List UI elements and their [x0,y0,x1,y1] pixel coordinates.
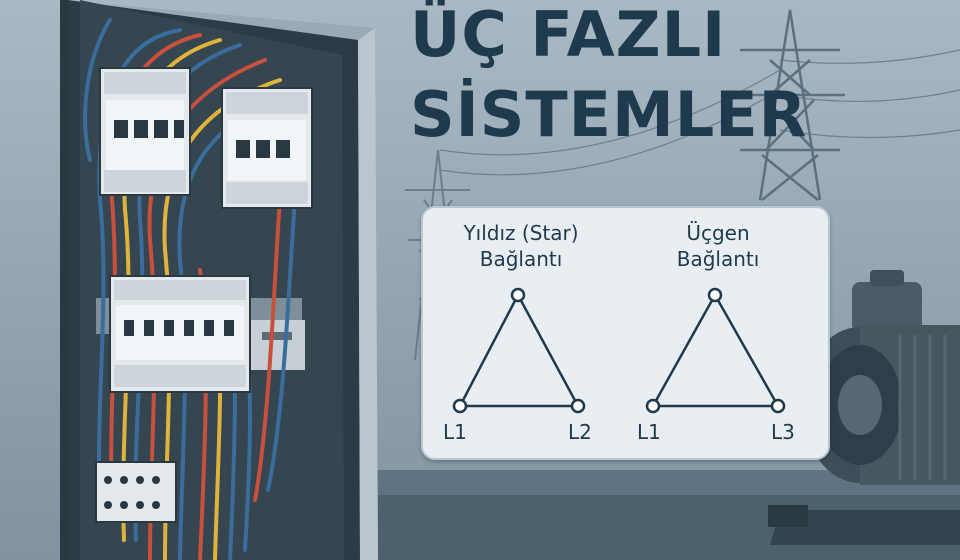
electric-motor-icon [768,270,960,545]
terminal-block-icon [95,461,177,523]
star-title-line-2: Bağlantı [479,247,563,271]
delta-title-line-2: Bağlantı [676,247,760,271]
delta-node-label-l1: L1 [637,420,661,444]
delta-connection-title: Üçgen Bağlantı [638,220,798,272]
delta-node-label-l3: L3 [771,420,795,444]
title-line-1: ÜÇ FAZLI [410,0,727,71]
connection-diagram-card: Yıldız (Star) Bağlantı Üçgen Bağlantı L1… [421,206,830,460]
triangle-diagrams [452,287,786,414]
star-connection-title: Yıldız (Star) Bağlantı [441,220,601,272]
title-line-2: SİSTEMLER [410,78,808,151]
breaker-row-icon [109,275,251,393]
star-node-label-l1: L1 [443,420,467,444]
star-node-label-l2: L2 [568,420,592,444]
pylon-icon [735,9,845,201]
circuit-breaker-icon [99,67,191,196]
delta-title-line-1: Üçgen [686,221,750,245]
star-title-line-1: Yıldız (Star) [463,221,579,245]
circuit-breaker-icon [221,87,313,209]
